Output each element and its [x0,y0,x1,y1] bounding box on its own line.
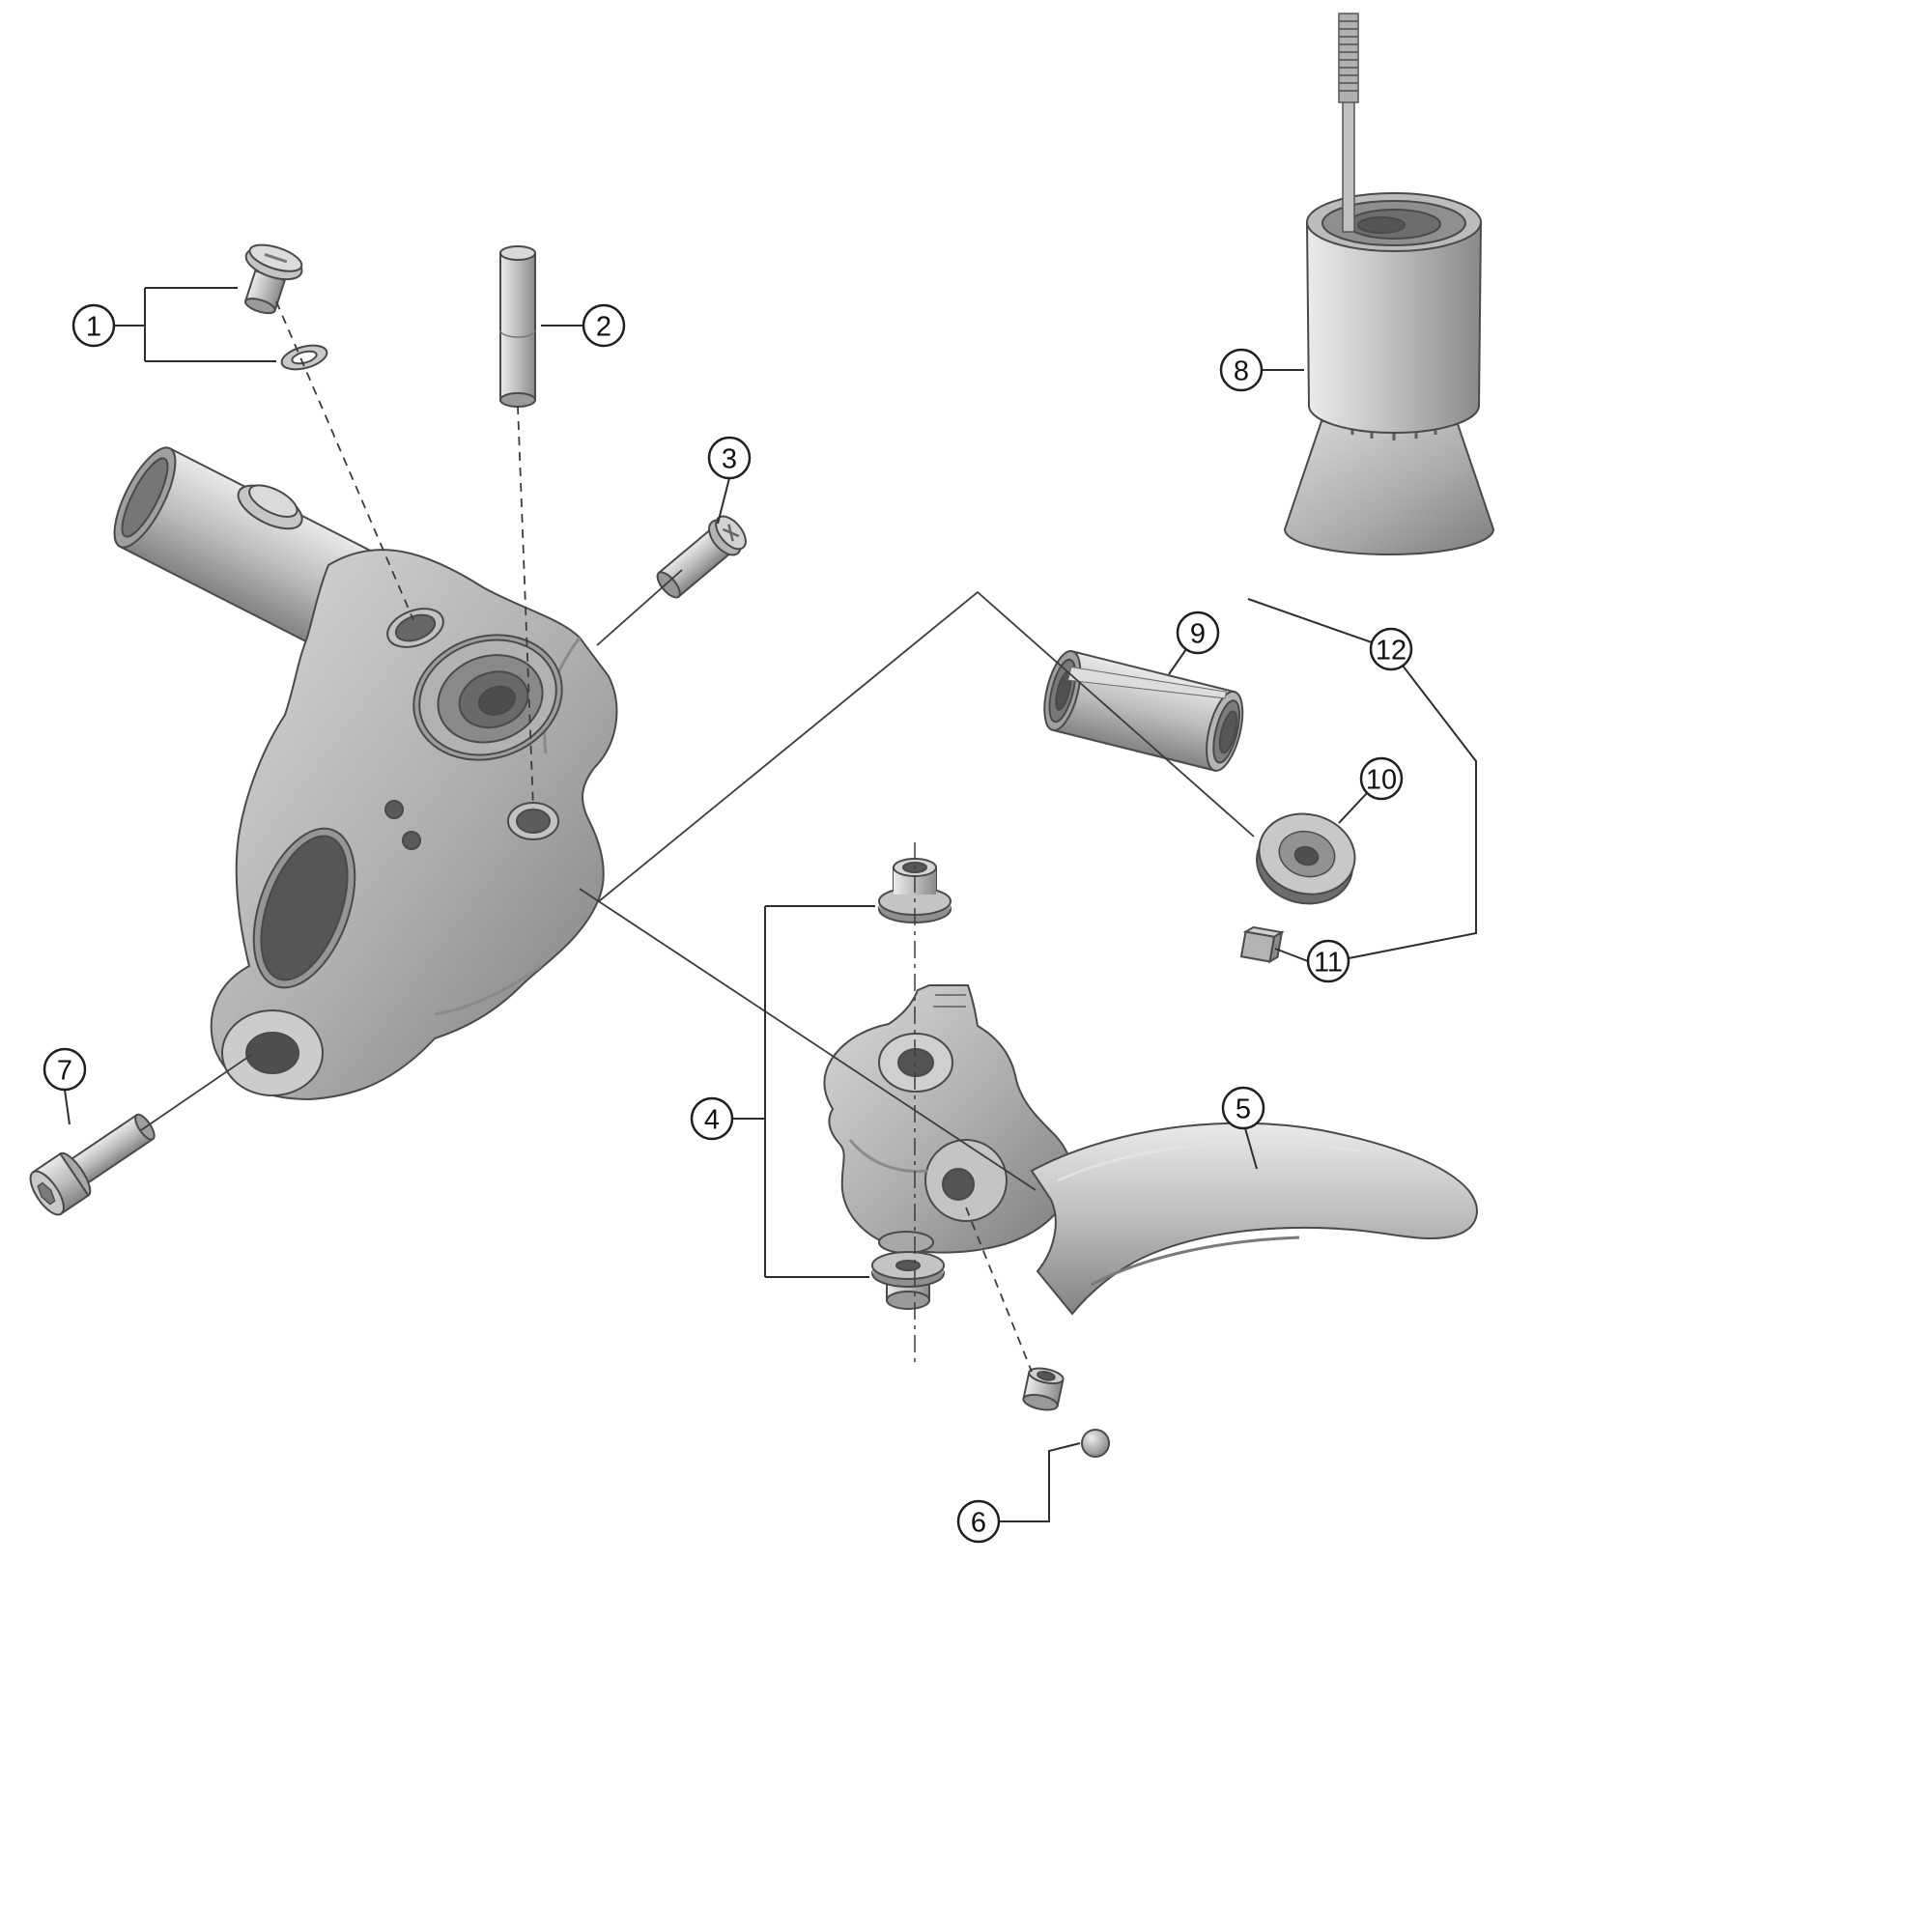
funnel-rod-thread [1338,13,1359,103]
grommet-seal [1256,812,1356,905]
blade-silhouette [1030,1122,1478,1316]
callout-2-label: 2 [596,312,611,343]
lever-bracket [823,984,1073,1254]
callout-7: 7 [43,1047,87,1092]
callout-4-bracket [732,905,875,1278]
callout-4-label: 4 [704,1105,720,1136]
bracket-shading [848,1139,928,1174]
body-contour-line [434,964,542,1016]
callout-6-bracket [999,1442,1081,1522]
callout-1-label: 1 [86,312,101,343]
callout-6-circle [956,1499,1001,1544]
leader-body-to-lever [579,888,1037,1191]
callout-1: 1 [71,303,116,348]
pivot-bushing-top [878,858,952,923]
callout-5: 5 [1221,1086,1265,1130]
callout-10: 10 [1359,756,1404,801]
callout-12: 12 [1369,627,1413,671]
leader-body-to-grommet [598,590,1255,902]
callout-5-line [1244,1127,1258,1170]
callout-5-label: 5 [1236,1094,1251,1125]
callout-1-circle [71,303,116,348]
lower-pivot-boss [878,1231,934,1254]
callout-11-label: 11 [1314,948,1343,979]
callout-8: 8 [1219,348,1264,392]
callout-12-pointer [1247,598,1373,643]
clamp-ring-hole [245,1032,299,1074]
pivot-pin [499,245,536,408]
master-cylinder-body [210,549,618,1101]
callout-3-line [717,477,730,525]
cam-hole [942,1168,975,1201]
callout-12-circle [1369,627,1413,671]
handlebar-clamp-bore [412,634,563,761]
funnel-rod-thread-lines [1339,20,1358,92]
pivot-bushing-bottom [871,1251,945,1310]
pivot-pin-hole [516,809,551,834]
axis-pivot-pin [517,405,534,809]
callout-10-line [1338,792,1368,824]
bleed-port-hole [386,608,444,648]
callout-2-circle [582,303,626,348]
funnel-cup-wall [1305,221,1483,434]
callout-lines [64,287,1477,1522]
callout-3: 3 [707,436,752,480]
arm-window-hole [252,827,356,989]
clamp-bolt [29,1113,156,1216]
leader-lines [140,300,1255,1373]
lever-pivot-hole [897,1048,934,1077]
callout-6-label: 6 [971,1508,986,1539]
callout-3-circle [707,436,752,480]
callout-7-circle [43,1047,87,1092]
callout-12-label: 12 [1376,636,1406,667]
callout-11: 11 [1306,939,1350,983]
callout-4-circle [690,1096,734,1141]
hex-socket [37,1181,56,1206]
axis-set-screw [596,569,683,646]
blade-top-highlight [1057,1140,1361,1182]
callout-9-circle [1176,611,1220,655]
callout-9: 9 [1176,611,1220,655]
callout-6: 6 [956,1499,1001,1544]
axis-bleed-screw [275,300,414,621]
callout-10-label: 10 [1366,765,1397,796]
callout-11-line [1274,948,1309,962]
bleed-funnel [1283,13,1495,555]
axis-clamp-bolt [140,1054,252,1131]
axis-pushrod [965,1207,1033,1373]
pushrod-nut [1022,1367,1065,1411]
bracket-top-tab-lines [933,994,966,1008]
callout-7-line [64,1089,71,1125]
callout-12-bracket [1348,665,1477,959]
callout-4: 4 [690,1096,734,1141]
blade-bottom-shadow [1091,1236,1300,1287]
square-nut [1239,925,1285,964]
callout-8-circle [1219,348,1264,392]
callout-1-bracket [114,287,276,362]
callout-5-circle [1221,1086,1265,1130]
lever-blade [1030,1122,1478,1316]
callout-7-label: 7 [57,1056,72,1087]
callout-2: 2 [582,303,626,348]
callout-9-line [1168,648,1187,675]
set-screw [656,515,747,599]
callout-11-circle [1306,939,1350,983]
bleed-screw-o-ring [280,344,328,371]
callout-8-label: 8 [1234,356,1249,387]
funnel-rod [1342,96,1355,233]
funnel-cup-deep [1357,216,1406,234]
clamp-sleeve [1043,650,1244,772]
reservoir-cap-dome [248,484,298,518]
callout-3-label: 3 [722,444,737,475]
sleeve-split-slot [1067,666,1228,699]
barrel-end-inner [121,457,169,538]
funnel-skirt [1283,420,1495,555]
body-small-hole-a [384,800,404,819]
pushrod-ball [1081,1429,1110,1458]
body-small-hole-b [402,831,421,850]
callout-10-circle [1359,756,1404,801]
bleed-screw [243,243,303,315]
callout-9-label: 9 [1190,619,1206,650]
